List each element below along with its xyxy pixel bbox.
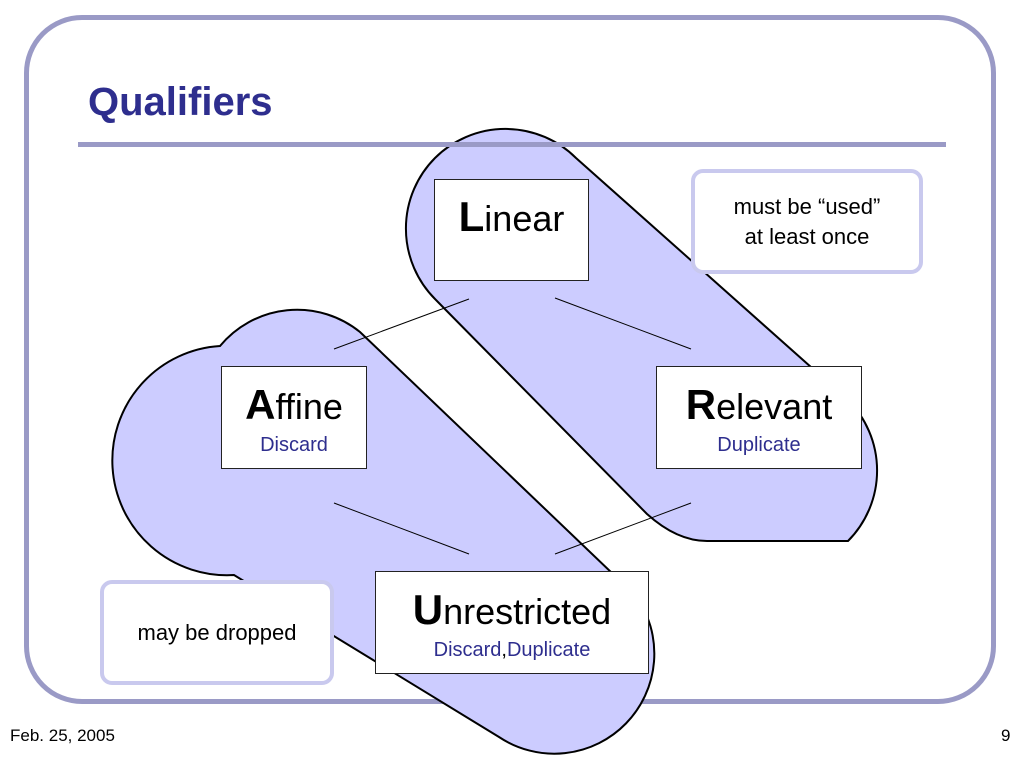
unrestricted-ops-duplicate: Duplicate	[506, 639, 591, 661]
node-linear: Linear	[434, 179, 589, 281]
linear-rest: inear	[484, 198, 565, 239]
note-may-be-dropped: may be dropped	[100, 580, 334, 685]
note-used-line2: at least once	[744, 223, 870, 249]
slide-title: Qualifiers	[88, 80, 273, 124]
node-affine: Affine Discard	[221, 366, 367, 469]
edge-relevant-unrestricted	[554, 502, 692, 555]
linear-initial: L	[458, 193, 485, 240]
relevant-ops: Duplicate	[717, 434, 801, 456]
unrestricted-initial: U	[412, 586, 444, 633]
note-used-line1: must be “used”	[733, 193, 881, 219]
affine-ops: Discard	[260, 434, 328, 456]
note-dropped-text: may be dropped	[137, 619, 297, 645]
unrestricted-ops-separator: ,	[501, 639, 507, 661]
affine-initial: A	[245, 381, 276, 428]
relevant-initial: R	[685, 381, 717, 428]
unrestricted-rest: nrestricted	[443, 591, 612, 632]
note-used-at-least-once: must be “used” at least once	[691, 169, 923, 274]
node-unrestricted: Unrestricted Discard,Duplicate	[375, 571, 649, 674]
unrestricted-ops-discard: Discard	[433, 639, 502, 661]
edge-affine-unrestricted	[333, 502, 470, 555]
title-underline	[78, 142, 946, 147]
page-number: 9	[1001, 726, 1011, 745]
edge-linear-relevant	[554, 297, 692, 350]
node-relevant: Relevant Duplicate	[656, 366, 862, 469]
relevant-rest: elevant	[716, 386, 833, 427]
edge-linear-affine	[333, 298, 470, 350]
affine-rest: ffine	[275, 386, 343, 427]
footer-date: Feb. 25, 2005	[10, 726, 115, 745]
